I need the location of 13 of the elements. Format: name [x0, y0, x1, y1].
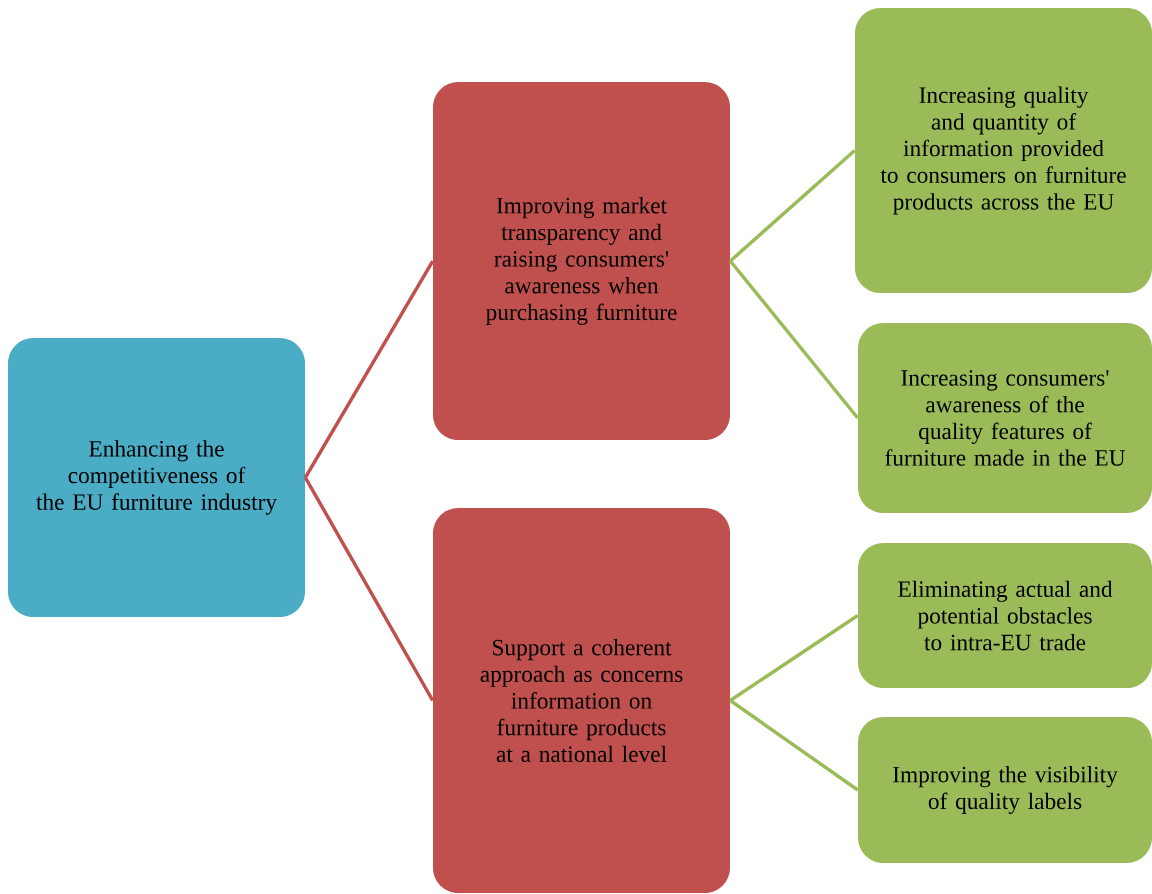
connector-line	[303, 476, 435, 702]
objective-box: Improving market transparency and raising consumers' awareness when purchasing furniture	[432, 82, 731, 440]
connector-line	[303, 260, 435, 479]
objective-box: Support a coherent approach as concerns information on furniture products at a national level	[432, 508, 731, 894]
goal-box: Enhancing the competitiveness of the EU furniture industry	[7, 338, 306, 617]
outcome-box: Increasing consumers' awareness of the quality features of furniture made in the EU	[858, 323, 1152, 513]
connector-line	[729, 149, 856, 263]
connector-line	[729, 699, 859, 792]
outcome-box: Improving the visibility of quality labels	[858, 717, 1152, 863]
outcome-box: Increasing quality and quantity of information provided to consumers on furniture products across the EU	[854, 7, 1152, 294]
outcome-box: Eliminating actual and potential obstacles to intra-EU trade	[858, 543, 1152, 689]
connector-line	[728, 259, 860, 420]
connector-line	[729, 614, 859, 702]
